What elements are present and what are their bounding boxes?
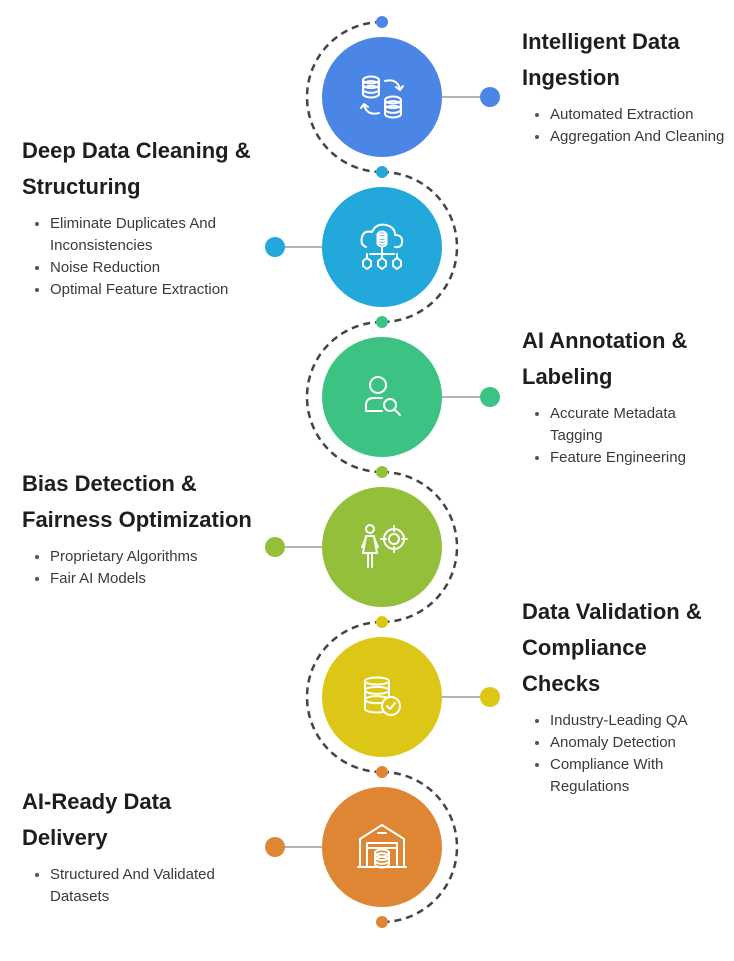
- database-check-icon: [364, 676, 401, 716]
- step-bullet-list: Accurate Metadata TaggingFeature Enginee…: [522, 403, 727, 469]
- step-bullet-item: Proprietary Algorithms: [50, 546, 252, 568]
- step-marker-dot-2: [265, 237, 285, 257]
- step-marker-dot-1: [480, 87, 500, 107]
- step-title: Deep Data Cleaning & Structuring: [22, 138, 251, 199]
- step-bullet-item: Optimal Feature Extraction: [50, 279, 252, 301]
- step-bullet-list: Structured And Validated Datasets: [22, 864, 252, 908]
- step-title: AI-Ready Data Delivery: [22, 789, 172, 850]
- joint-dot-7: [376, 916, 388, 928]
- step-marker-dot-4: [265, 537, 285, 557]
- step-text-2: Deep Data Cleaning & StructuringEliminat…: [22, 133, 252, 301]
- step-bullet-list: Eliminate Duplicates And Inconsistencies…: [22, 213, 252, 301]
- step-text-3: AI Annotation & LabelingAccurate Metadat…: [522, 323, 727, 469]
- step-text-6: AI-Ready Data DeliveryStructured And Val…: [22, 784, 252, 908]
- joint-dot-2: [376, 166, 388, 178]
- step-bullet-item: Automated Extraction: [550, 104, 727, 126]
- step-text-4: Bias Detection & Fairness OptimizationPr…: [22, 466, 252, 590]
- step-text-1: Intelligent Data IngestionAutomated Extr…: [522, 24, 727, 148]
- step-circle-1: [322, 37, 442, 157]
- database-sync-icon: [360, 75, 404, 119]
- warehouse-database-icon: [357, 824, 407, 869]
- joint-dot-4: [376, 466, 388, 478]
- step-bullet-list: Automated ExtractionAggregation And Clea…: [522, 104, 727, 148]
- person-target-icon: [361, 524, 408, 568]
- cloud-network-icon: [360, 223, 404, 270]
- step-bullet-item: Compliance With Regulations: [550, 754, 727, 798]
- step-bullet-item: Industry-Leading QA: [550, 710, 727, 732]
- step-bullet-item: Fair AI Models: [50, 568, 252, 590]
- step-bullet-item: Aggregation And Cleaning: [550, 126, 727, 148]
- step-bullet-list: Proprietary AlgorithmsFair AI Models: [22, 546, 252, 590]
- user-search-icon: [365, 376, 401, 416]
- step-bullet-item: Noise Reduction: [50, 257, 252, 279]
- joint-dot-6: [376, 766, 388, 778]
- step-marker-dot-3: [480, 387, 500, 407]
- step-text-5: Data Validation & Compliance ChecksIndus…: [522, 594, 727, 798]
- step-title: Intelligent Data Ingestion: [522, 29, 680, 90]
- joint-dot-1: [376, 16, 388, 28]
- step-title: AI Annotation & Labeling: [522, 328, 688, 389]
- step-title: Bias Detection & Fairness Optimization: [22, 471, 252, 532]
- joint-dot-5: [376, 616, 388, 628]
- step-bullet-item: Feature Engineering: [550, 447, 727, 469]
- step-title: Data Validation & Compliance Checks: [522, 599, 702, 696]
- step-marker-dot-5: [480, 687, 500, 707]
- joint-dot-3: [376, 316, 388, 328]
- step-marker-dot-6: [265, 837, 285, 857]
- step-circle-4: [322, 487, 442, 607]
- step-bullet-item: Anomaly Detection: [550, 732, 727, 754]
- step-bullet-list: Industry-Leading QAAnomaly DetectionComp…: [522, 710, 727, 798]
- step-bullet-item: Eliminate Duplicates And Inconsistencies: [50, 213, 252, 257]
- step-bullet-item: Accurate Metadata Tagging: [550, 403, 727, 447]
- step-bullet-item: Structured And Validated Datasets: [50, 864, 252, 908]
